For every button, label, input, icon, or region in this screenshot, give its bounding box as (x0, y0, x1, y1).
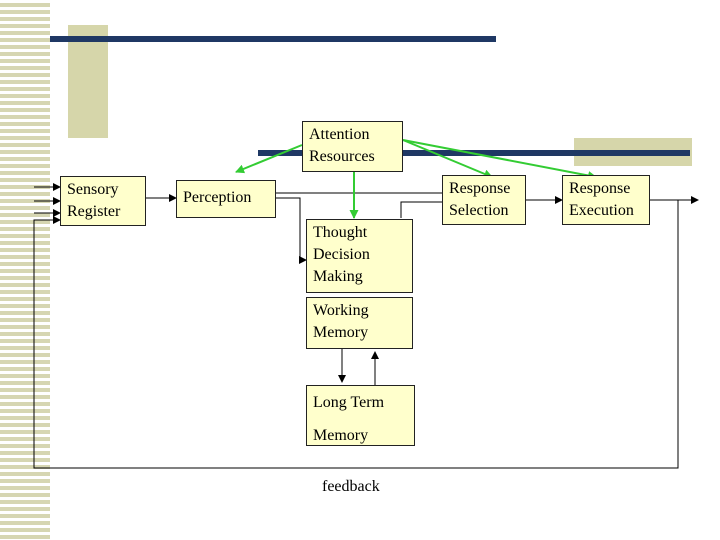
perception-box: Perception (176, 180, 276, 218)
response-execution-box: Response Execution (562, 175, 650, 225)
long-term-memory-box: Long Term Memory (306, 385, 415, 446)
feedback-loop-arrow (33, 200, 679, 469)
sensory-line-2: Register (67, 203, 121, 220)
thought-line-3: Making (313, 268, 363, 285)
response-selection-box: Response Selection (442, 175, 526, 225)
attention-to-selection-arrow (402, 139, 493, 179)
long-term-line-1: Long Term (313, 394, 385, 411)
response-execution-line-2: Execution (569, 202, 634, 219)
perception-to-thought-arrow (276, 197, 307, 264)
thought-to-selection-line (400, 201, 442, 218)
attention-line-1: Attention (309, 126, 370, 143)
tan-block-top (68, 25, 108, 138)
working-memory-line-2: Memory (313, 324, 369, 341)
sensory-line-1: Sensory (67, 181, 119, 198)
perception-label: Perception (183, 189, 252, 206)
attention-resources-box: Attention Resources (302, 121, 403, 172)
working-memory-box: Working Memory (306, 297, 413, 349)
feedback-label: feedback (322, 478, 380, 495)
response-selection-line-1: Response (449, 180, 511, 197)
thought-line-1: Thought (313, 224, 368, 241)
attention-line-2: Resources (309, 148, 375, 165)
striped-margin-decoration (0, 0, 50, 540)
navy-bar-top (50, 36, 496, 42)
long-term-line-2: Memory (313, 427, 369, 444)
attention-to-perception-arrow (235, 144, 303, 174)
response-selection-line-2: Selection (449, 202, 509, 219)
response-execution-line-1: Response (569, 180, 631, 197)
working-memory-line-1: Working (313, 302, 369, 319)
sensory-register-box: Sensory Register (60, 176, 146, 226)
attention-to-execution-arrow (402, 139, 597, 180)
thought-decision-box: Thought Decision Making (306, 219, 413, 293)
thought-line-2: Decision (313, 246, 370, 263)
